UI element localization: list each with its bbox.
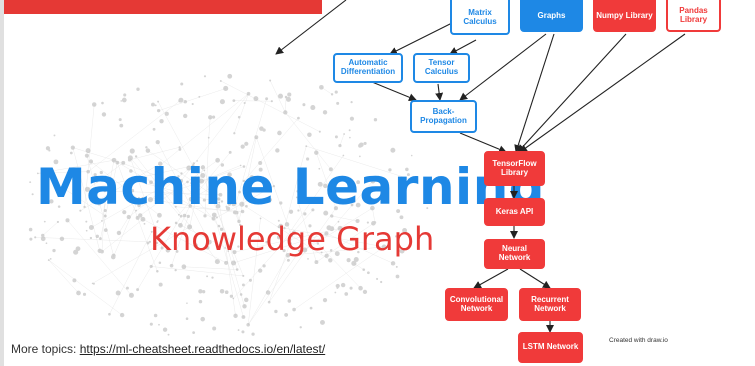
more-topics-footer: More topics: https://ml-cheatsheet.readt…	[11, 342, 325, 356]
edge-autodiff-to-backprop	[371, 81, 417, 102]
node-pandas-library[interactable]: Pandas Library	[666, 0, 721, 32]
drawio-credit: Created with draw.io	[609, 337, 668, 344]
edge-backprop-to-tensorflow	[459, 132, 507, 154]
node-tensorflow-library[interactable]: TensorFlow Library	[484, 151, 545, 186]
top-banner	[4, 0, 322, 14]
node-convolutional-network[interactable]: Convolutional Network	[445, 288, 508, 321]
node-matrix-calculus[interactable]: Matrix Calculus	[450, 0, 510, 35]
edge-numpy-to-tensorflow	[517, 33, 627, 153]
node-graphs[interactable]: Graphs	[520, 0, 583, 32]
edge-tensor-to-backprop	[435, 83, 444, 101]
more-topics-label: More topics:	[11, 342, 80, 356]
edge-graphs-to-tensorflow	[514, 33, 555, 153]
page-title: Machine Learning	[36, 158, 546, 216]
page-subtitle: Knowledge Graph	[150, 220, 435, 258]
node-numpy-library[interactable]: Numpy Library	[593, 0, 656, 32]
node-keras-api[interactable]: Keras API	[484, 198, 545, 226]
edge-neural-to-rnn	[519, 268, 551, 289]
edge-matrix-to-tensor	[449, 39, 477, 55]
node-recurrent-network[interactable]: Recurrent Network	[519, 288, 581, 321]
edge-neural-to-cnn	[473, 268, 509, 289]
edge-offscreen-to-autodiff	[275, 0, 347, 55]
node-lstm-network[interactable]: LSTM Network	[518, 332, 583, 363]
node-automatic-differentiation[interactable]: Automatic Differentiation	[333, 53, 403, 83]
edge-pandas-to-tensorflow	[519, 33, 686, 153]
more-topics-link[interactable]: https://ml-cheatsheet.readthedocs.io/en/…	[79, 342, 326, 356]
node-neural-network[interactable]: Neural Network	[484, 239, 545, 269]
node-tensor-calculus[interactable]: Tensor Calculus	[413, 53, 470, 83]
left-border	[0, 0, 4, 366]
node-back-propagation[interactable]: Back-Propagation	[410, 100, 477, 133]
edge-graphs-to-backprop	[459, 33, 547, 101]
